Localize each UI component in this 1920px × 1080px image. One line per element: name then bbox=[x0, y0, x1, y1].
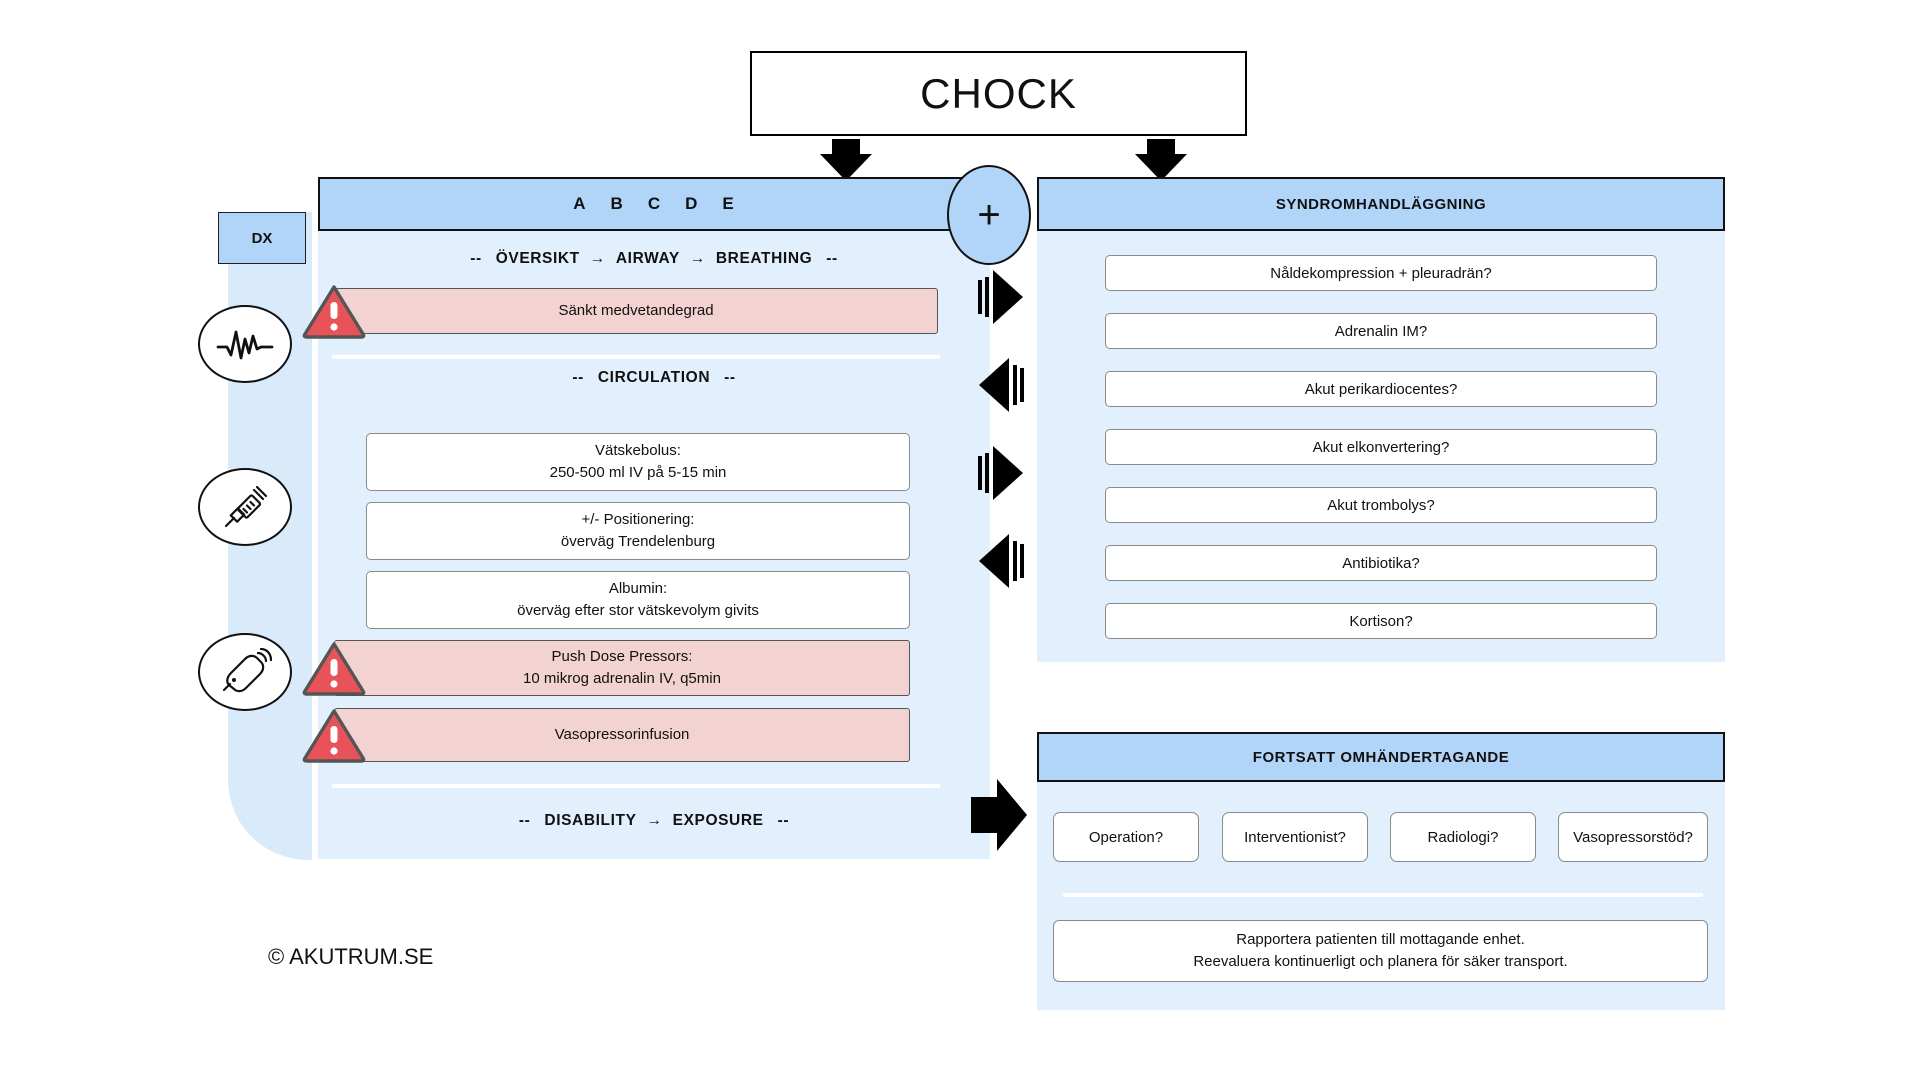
syringe-glyph bbox=[224, 485, 268, 528]
continued-care-option-radiologi[interactable]: Radiologi? bbox=[1390, 812, 1536, 862]
circ-item-2-line1: Albumin: bbox=[608, 580, 668, 598]
continued-care-note-line1: Rapportera patienten till mottagande enh… bbox=[1236, 930, 1525, 948]
syndrome-option-elkonvertering[interactable]: Akut elkonvertering? bbox=[1105, 429, 1657, 465]
circulation-item-vasopressorinfusion[interactable]: Vasopressorinfusion bbox=[302, 708, 910, 763]
de-dash-right: -- bbox=[777, 812, 790, 829]
circ-item-3-line1: Push Dose Pressors: bbox=[551, 648, 693, 666]
syndrome-option-perikardiocentes[interactable]: Akut perikardiocentes? bbox=[1105, 371, 1657, 407]
syndrome-option-label: Akut elkonvertering? bbox=[1312, 438, 1450, 456]
continued-care-option-operation[interactable]: Operation? bbox=[1053, 812, 1199, 862]
abcde-letter-d: D bbox=[685, 194, 699, 213]
dx-label: DX bbox=[251, 229, 273, 247]
syndrome-option-kortison[interactable]: Kortison? bbox=[1105, 603, 1657, 639]
syndrome-header-label: SYNDROMHANDLÄGGNING bbox=[1275, 195, 1487, 213]
section-step-airway: AIRWAY bbox=[615, 250, 680, 267]
syndrome-option-antibiotika[interactable]: Antibiotika? bbox=[1105, 545, 1657, 581]
abcde-letters: A B C D E bbox=[561, 194, 746, 214]
warning-triangle-icon bbox=[302, 640, 366, 696]
alert-item-medvetandegrad[interactable]: Sänkt medvetandegrad bbox=[302, 285, 938, 339]
circ-item-4-line1: Vasopressorinfusion bbox=[554, 726, 690, 744]
section-dash-right: -- bbox=[826, 250, 838, 267]
continued-care-option-label: Vasopressorstöd? bbox=[1573, 828, 1693, 846]
section-label-de: -- DISABILITY → EXPOSURE -- bbox=[318, 812, 990, 830]
panel-divider-1 bbox=[332, 355, 940, 359]
section-step-breathing: BREATHING bbox=[715, 250, 813, 267]
section-arrow-3: → bbox=[646, 812, 663, 829]
continued-care-option-label: Interventionist? bbox=[1244, 828, 1346, 846]
copyright-credit: © AKUTRUM.SE bbox=[268, 944, 434, 969]
continued-care-option-label: Operation? bbox=[1088, 828, 1164, 846]
syndrome-option-label: Antibiotika? bbox=[1342, 554, 1420, 572]
circulation-item-push-dose-pressors[interactable]: Push Dose Pressors: 10 mikrog adrenalin … bbox=[302, 640, 910, 696]
circ-dash-left: -- bbox=[572, 369, 584, 386]
flow-arrow-left-2-icon bbox=[975, 530, 1027, 592]
section-dash-left: -- bbox=[470, 250, 482, 267]
section-step-circulation: CIRCULATION bbox=[597, 369, 711, 386]
syndrome-option-label: Adrenalin IM? bbox=[1334, 322, 1428, 340]
continued-care-note: Rapportera patienten till mottagande enh… bbox=[1053, 920, 1708, 982]
ultrasound-probe-glyph bbox=[222, 647, 272, 693]
circulation-item-positionering[interactable]: +/- Positionering: överväg Trendelenburg bbox=[366, 502, 910, 560]
syndrome-option-label: Kortison? bbox=[1349, 612, 1413, 630]
circ-item-0-line1: Vätskebolus: bbox=[595, 442, 681, 460]
abcde-letter-c: C bbox=[647, 194, 662, 213]
syndrome-option-naldekompression[interactable]: Nåldekompression + pleuradrän? bbox=[1105, 255, 1657, 291]
flow-arrow-left-1-icon bbox=[975, 354, 1027, 416]
circ-item-0-line2: 250-500 ml IV på 5-15 min bbox=[549, 464, 727, 481]
syndrome-panel-header: SYNDROMHANDLÄGGNING bbox=[1037, 177, 1725, 231]
continued-care-option-interventionist[interactable]: Interventionist? bbox=[1222, 812, 1368, 862]
continued-care-note-line2: Reevaluera kontinuerligt och planera för… bbox=[1193, 953, 1568, 970]
flow-arrow-right-2-icon bbox=[975, 442, 1027, 504]
ultrasound-probe-icon[interactable] bbox=[198, 633, 292, 711]
circ-item-1-line2: överväg Trendelenburg bbox=[560, 533, 716, 550]
continued-care-header-label: FORTSATT OMHÄNDERTAGANDE bbox=[1252, 748, 1510, 766]
warning-triangle-icon bbox=[302, 707, 366, 763]
abcde-header-bar: A B C D E bbox=[318, 177, 990, 231]
plus-symbol: + bbox=[977, 193, 1001, 237]
plus-connector-circle[interactable]: + bbox=[947, 165, 1031, 265]
section-arrow-2: → bbox=[689, 250, 706, 267]
syndrome-option-label: Akut trombolys? bbox=[1327, 496, 1435, 514]
chock-title-box: CHOCK bbox=[750, 51, 1247, 136]
circ-item-3-line2: 10 mikrog adrenalin IV, q5min bbox=[523, 670, 721, 687]
flow-arrow-to-continued-care-icon bbox=[965, 775, 1031, 855]
circ-item-2-line2: överväg efter stor vätskevolym givits bbox=[517, 602, 759, 619]
section-label-abc: -- ÖVERSIKT → AIRWAY → BREATHING -- bbox=[318, 250, 990, 268]
continued-care-panel-header: FORTSATT OMHÄNDERTAGANDE bbox=[1037, 732, 1725, 782]
section-step-oversikt: ÖVERSIKT bbox=[495, 250, 580, 267]
syringe-icon[interactable] bbox=[198, 468, 292, 546]
syndrome-option-trombolys[interactable]: Akut trombolys? bbox=[1105, 487, 1657, 523]
dx-box[interactable]: DX bbox=[218, 212, 306, 264]
ecg-waveform-glyph bbox=[216, 330, 274, 360]
abcde-letter-b: B bbox=[610, 194, 624, 213]
down-arrow-to-syndrome-icon bbox=[1135, 139, 1187, 181]
circulation-item-albumin[interactable]: Albumin: överväg efter stor vätskevolym … bbox=[366, 571, 910, 629]
abcde-letter-a: A bbox=[573, 194, 587, 213]
panel-divider-2 bbox=[332, 784, 940, 788]
section-arrow-1: → bbox=[589, 250, 606, 267]
abcde-letter-e: E bbox=[722, 194, 735, 213]
circ-dash-right: -- bbox=[724, 369, 736, 386]
section-step-disability: DISABILITY bbox=[544, 812, 637, 829]
de-dash-left: -- bbox=[518, 812, 531, 829]
ecg-waveform-icon[interactable] bbox=[198, 305, 292, 383]
continued-care-divider bbox=[1063, 893, 1703, 897]
syndrome-option-adrenalin-im[interactable]: Adrenalin IM? bbox=[1105, 313, 1657, 349]
circulation-item-vatskebolus[interactable]: Vätskebolus: 250-500 ml IV på 5-15 min bbox=[366, 433, 910, 491]
section-label-circulation: -- CIRCULATION -- bbox=[318, 369, 990, 387]
down-arrow-to-abcde-icon bbox=[820, 139, 872, 181]
flow-arrow-right-1-icon bbox=[975, 266, 1027, 328]
chock-title-text: CHOCK bbox=[920, 69, 1077, 117]
continued-care-option-vasopressorstod[interactable]: Vasopressorstöd? bbox=[1558, 812, 1708, 862]
warning-triangle-icon bbox=[302, 283, 366, 339]
syndrome-option-label: Nåldekompression + pleuradrän? bbox=[1270, 264, 1492, 282]
continued-care-option-label: Radiologi? bbox=[1427, 828, 1499, 846]
circ-item-1-line1: +/- Positionering: bbox=[581, 511, 695, 529]
alert-item-line1: Sänkt medvetandegrad bbox=[558, 302, 714, 320]
section-step-exposure: EXPOSURE bbox=[672, 812, 764, 829]
syndrome-option-label: Akut perikardiocentes? bbox=[1304, 380, 1458, 398]
